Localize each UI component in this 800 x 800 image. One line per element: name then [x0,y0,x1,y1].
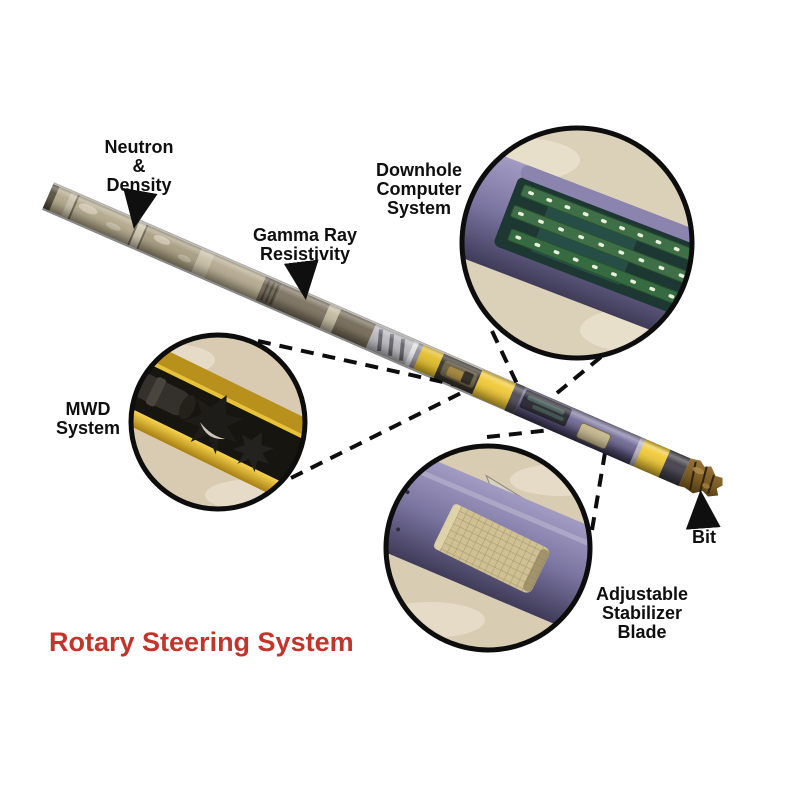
downhole-computer-callout [459,125,695,361]
label-line: Neutron [104,137,174,157]
label-line: Bit [692,527,716,547]
bit-arrow [685,490,721,530]
label-line: Density [106,175,172,195]
drill-string [42,182,723,497]
diagram-title: Rotary Steering System [49,627,354,657]
tool-shading [42,182,691,487]
label-line: Gamma Ray [252,225,358,245]
circuit-boards [507,184,692,312]
label-line: System [55,418,121,438]
mwd-callout-border [128,332,308,512]
dashed-connector-computer-left [490,330,520,387]
label-bit: Bit [692,528,716,547]
label-line: Stabilizer [601,603,683,623]
label-adjustable-stabilizer: Adjustable Stabilizer Blade [596,585,688,642]
label-line: System [386,198,452,218]
dashed-connector-mwd-lower [290,390,464,480]
computer-callout-border [459,125,695,361]
dashed-connector-stabilizer-right [590,428,611,531]
neutron-density-arrow [123,187,158,229]
stabilizer-callout-border [383,443,593,653]
stabilizer-callout [383,443,593,653]
label-line: & [132,156,146,176]
label-neutron-density: Neutron & Density [105,138,174,195]
label-line: Blade [617,622,667,642]
drill-bit [678,458,723,497]
dashed-connector-computer-right [555,355,603,395]
mesh-blade [433,504,550,593]
label-line: Downhole [376,160,462,180]
dashed-connector-mwd-upper [257,339,462,388]
mwd-callout [128,332,308,512]
label-line: Adjustable [595,584,689,604]
label-gamma-ray-resistivity: Gamma Ray Resistivity [253,226,357,264]
gamma-ray-arrow [283,259,319,300]
label-downhole-computer: Downhole Computer System [376,161,462,218]
label-line: MWD [65,399,111,419]
pointer-arrows [123,187,721,530]
label-line: Resistivity [259,244,351,264]
label-line: Computer [376,179,462,199]
label-mwd-system: MWD System [56,400,120,438]
